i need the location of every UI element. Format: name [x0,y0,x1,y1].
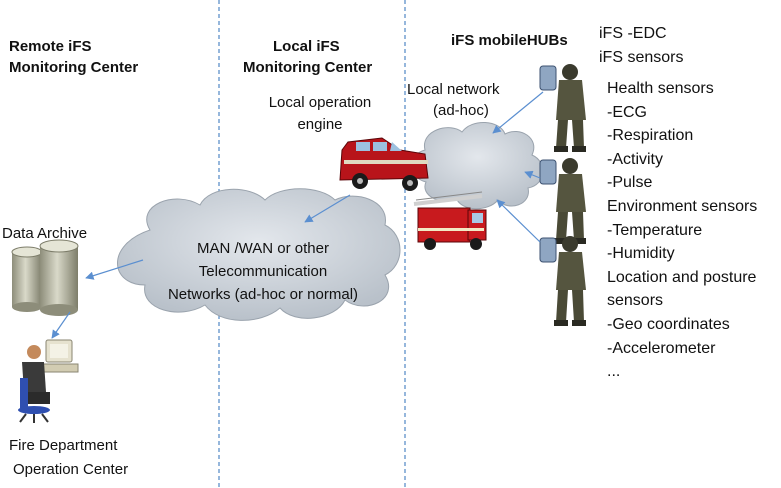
fire-truck-icon [413,191,487,250]
arrow-local-to-wan [304,194,351,223]
list-item: Environment sensors [607,197,758,215]
remote-title-line1: Remote iFS [9,38,92,55]
soldier-icon [539,236,586,326]
local-network-line2: (ad-hoc) [433,102,489,119]
database-icon [11,239,79,316]
local-network-line1: Local network [407,81,500,98]
list-item: -Accelerometer [607,339,716,357]
wan-label-line2: Telecommunication [198,263,328,280]
mobile-title: iFS mobileHUBs [451,32,568,49]
soldier-icon [539,158,586,244]
fire-suv-icon [339,137,429,191]
edc-line2: iFS sensors [599,49,684,66]
list-item: -Humidity [607,245,675,263]
wan-label-line1: MAN /WAN or other [197,240,329,257]
operator-workstation-icon [18,339,79,423]
list-item: -Pulse [607,174,653,192]
local-network-cloud [411,122,544,210]
local-engine-line1: Local operation [268,94,372,111]
fire-dept-line1: Fire Department [9,437,118,454]
edc-line1: iFS -EDC [599,25,667,42]
list-item: Health sensors [607,80,714,97]
remote-title-line2: Monitoring Center [9,59,139,76]
wan-label-line3: Networks (ad-hoc or normal) [167,286,359,303]
arrow-soldier2-to-local [524,170,541,179]
data-archive-label: Data Archive [2,225,88,242]
list-item: -Temperature [607,221,703,239]
list-item: -ECG [607,103,647,121]
soldier-icon [539,64,586,152]
sensor-list: Health sensors -ECG -Respiration -Activi… [607,77,757,384]
arrow-archive-to-operator [51,311,71,339]
list-item: Location and posture [607,268,757,286]
local-title-line2: Monitoring Center [243,59,373,76]
local-engine-line2: engine [297,116,343,133]
list-item: sensors [607,292,664,310]
fire-dept-line2: Operation Center [13,461,129,478]
list-item: -Activity [607,150,663,168]
list-item: ... [607,363,621,381]
list-item: -Respiration [607,127,694,145]
wan-cloud [117,188,401,321]
local-title-line1: Local iFS [273,38,340,55]
arrow-soldier3-to-local [496,199,541,243]
arrow-soldier1-to-local [492,91,544,134]
list-item: -Geo coordinates [607,315,730,333]
arrow-wan-to-archive [85,259,144,280]
